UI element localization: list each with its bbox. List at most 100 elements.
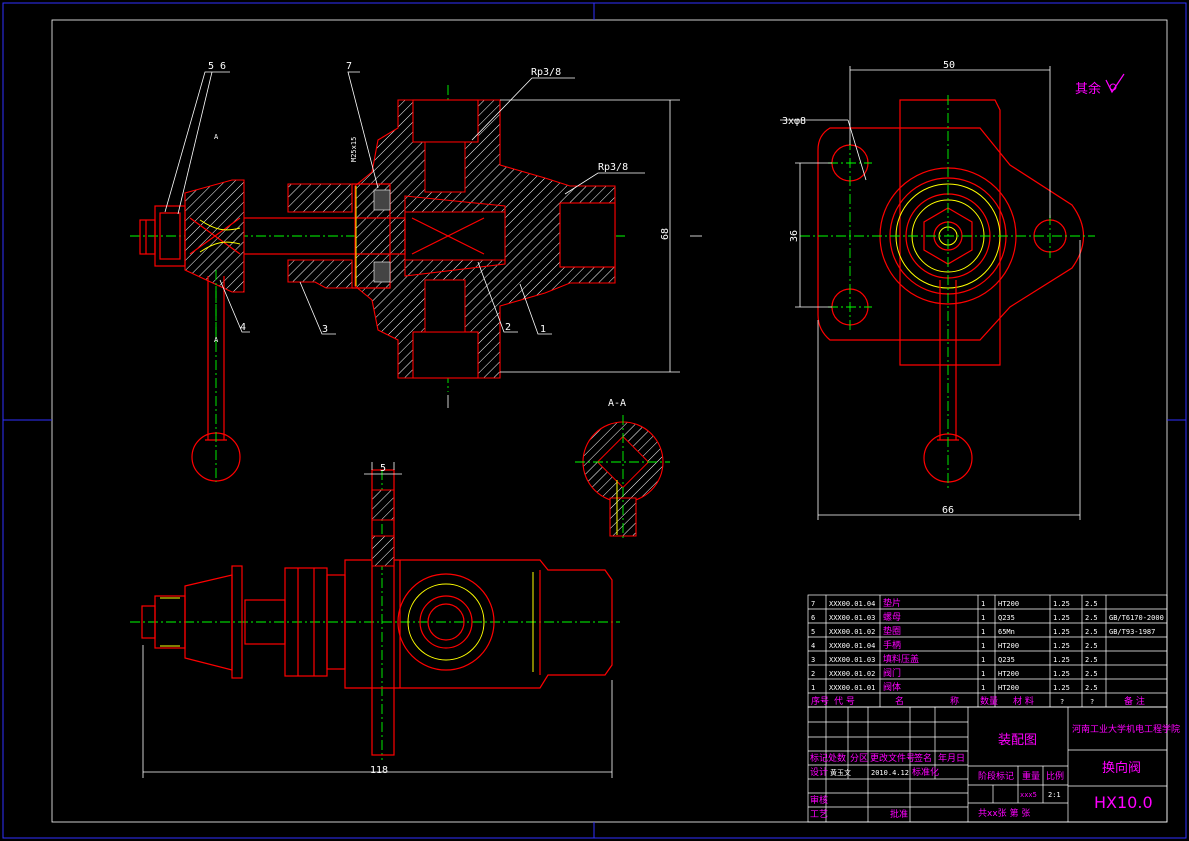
parts-cell-w2: 2.5	[1085, 656, 1098, 664]
header-material: 材 料	[1013, 695, 1034, 707]
approve-label: 批准	[890, 808, 908, 820]
parts-cell-name: 阀门	[883, 667, 901, 679]
parts-cell-no: 2	[811, 670, 815, 678]
parts-cell-note: GB/T93-1987	[1109, 628, 1155, 636]
check-label: 审核	[810, 794, 828, 806]
section-a-a: A-A	[575, 398, 670, 540]
parts-cell-material: HT200	[998, 642, 1019, 650]
parts-cell-w2: 2.5	[1085, 614, 1098, 622]
parts-cell-w1: 1.25	[1053, 684, 1070, 692]
label-3: 3	[322, 324, 328, 335]
parts-cell-code: XXX00.01.03	[829, 656, 875, 664]
parts-cell-code: XXX00.01.02	[829, 670, 875, 678]
parts-cell-w1: 1.25	[1053, 642, 1070, 650]
side-view: 3xφ8 50 36 66 其余	[780, 60, 1125, 520]
label-1: 1	[540, 324, 546, 335]
header-w1: ?	[1060, 698, 1064, 706]
parts-cell-name: 垫片	[883, 597, 901, 609]
rev-label-4: 签名	[914, 752, 932, 764]
section-marker-bottom: A	[214, 336, 219, 344]
designer-label: 设计	[810, 766, 828, 778]
parts-cell-name: 螺母	[883, 612, 901, 623]
label-2: 2	[505, 322, 511, 333]
parts-cell-qty: 1	[981, 642, 985, 650]
parts-cell-w2: 2.5	[1085, 628, 1098, 636]
parts-cell-no: 6	[811, 614, 815, 622]
parts-cell-w1: 1.25	[1053, 656, 1070, 664]
parts-cell-material: HT200	[998, 670, 1019, 678]
parts-cell-qty: 1	[981, 614, 985, 622]
header-note: 备 注	[1124, 695, 1145, 707]
parts-cell-name: 垫圈	[883, 625, 901, 637]
parts-cell-w1: 1.25	[1053, 670, 1070, 678]
parts-cell-name: 手柄	[883, 639, 901, 651]
parts-cell-w1: 1.25	[1053, 614, 1070, 622]
rev-label-1: 处数	[828, 752, 846, 764]
parts-cell-name: 填料压盖	[883, 653, 919, 665]
sheet-text: 共xx张 第 张	[978, 807, 1030, 819]
header-name-1: 名	[895, 695, 904, 707]
rev-label-2: 分区	[850, 753, 868, 764]
parts-cell-w1: 1.25	[1053, 628, 1070, 636]
parts-cell-qty: 1	[981, 600, 985, 608]
label-7: 7	[346, 61, 352, 72]
header-no: 序号	[811, 695, 829, 707]
roughness-note: 其余	[1075, 81, 1101, 97]
dim-36: 36	[789, 230, 800, 242]
parts-cell-no: 3	[811, 656, 815, 664]
parts-cell-material: 65Mn	[998, 628, 1015, 636]
parts-cell-w2: 2.5	[1085, 670, 1098, 678]
label-5-6: 5 6	[208, 61, 226, 72]
holes-label: 3xφ8	[782, 116, 806, 127]
label-4: 4	[240, 322, 246, 333]
parts-cell-w2: 2.5	[1085, 684, 1098, 692]
drawing-number: HX10.0	[1094, 793, 1153, 812]
parts-cell-no: 7	[811, 600, 815, 608]
parts-cell-qty: 1	[981, 684, 985, 692]
label-rp-right: Rp3/8	[598, 162, 628, 173]
label-m25: M25x15	[350, 137, 358, 162]
label-rp-top: Rp3/8	[531, 67, 561, 78]
parts-cell-no: 1	[811, 684, 815, 692]
design-date: 2010.4.12	[871, 769, 909, 777]
stage-label: 阶段标记	[978, 770, 1014, 782]
parts-cell-material: HT200	[998, 684, 1019, 692]
header-qty: 数量	[980, 695, 998, 707]
parts-cell-code: XXX00.01.03	[829, 614, 875, 622]
parts-cell-material: Q235	[998, 656, 1015, 664]
weight-label: 重量	[1022, 770, 1040, 782]
dim-5: 5	[380, 463, 386, 474]
header-name-2: 称	[950, 695, 959, 707]
rev-label-5: 年月日	[938, 752, 965, 764]
rev-label-3: 更改文件号	[870, 752, 915, 764]
parts-cell-code: XXX00.01.04	[829, 642, 875, 650]
parts-cell-code: XXX00.01.01	[829, 684, 875, 692]
header-code: 代 号	[834, 696, 855, 707]
parts-cell-qty: 1	[981, 670, 985, 678]
dim-68: 68	[660, 228, 671, 240]
dim-118: 118	[370, 765, 388, 776]
top-view: 118 5	[130, 462, 620, 778]
parts-cell-code: XXX00.01.04	[829, 600, 875, 608]
title-block: 标记 处数 分区 更改文件号 签名 年月日 设计 黄玉文 2010.4.12 标…	[807, 706, 1180, 823]
drawing-name: 装配图	[998, 733, 1037, 748]
header-w2: ?	[1090, 698, 1094, 706]
front-section-view: 5 6 7 Rp3/8 Rp3/8 4 3 2 1 M25x15 A A 68	[130, 61, 702, 482]
parts-cell-note: GB/T6170-2000	[1109, 614, 1164, 622]
part-name: 换向阀	[1102, 760, 1141, 776]
parts-cell-no: 5	[811, 628, 815, 636]
section-marker-top: A	[214, 133, 219, 141]
dim-50: 50	[943, 60, 955, 71]
parts-cell-qty: 1	[981, 628, 985, 636]
parts-cell-material: Q235	[998, 614, 1015, 622]
parts-cell-code: XXX00.01.02	[829, 628, 875, 636]
parts-cell-qty: 1	[981, 656, 985, 664]
standard-label: 标准化	[912, 766, 939, 778]
institution-name: 河南工业大学机电工程学院	[1072, 723, 1180, 735]
section-title: A-A	[608, 398, 626, 409]
weight-value: xxx5	[1020, 791, 1037, 799]
parts-cell-material: HT200	[998, 600, 1019, 608]
